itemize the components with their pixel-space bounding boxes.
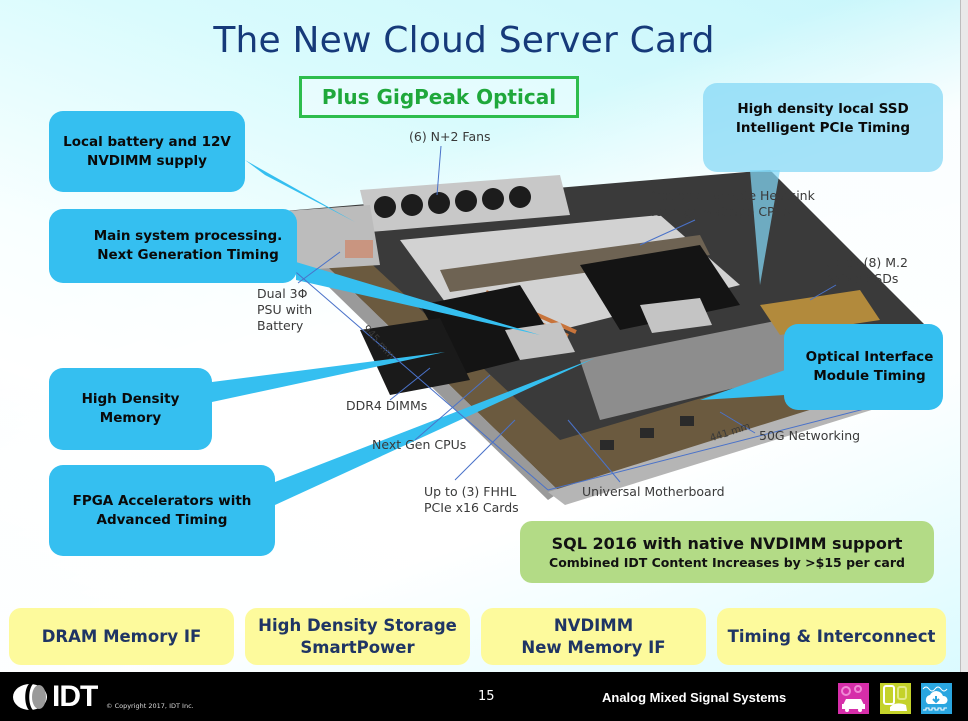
psu-label xyxy=(345,240,373,258)
callout-line: Memory xyxy=(99,410,162,426)
cpu-module xyxy=(580,245,740,330)
page-number: 15 xyxy=(478,689,495,704)
callout-ssd-pcie-timing: High density local SSD Intelligent PCIe T… xyxy=(703,83,943,172)
fans xyxy=(374,186,531,218)
cpu-lid xyxy=(640,298,712,333)
box-line: NVDIMM xyxy=(553,615,634,635)
box-line: High Density Storage xyxy=(258,615,457,635)
label-line: Battery xyxy=(257,318,304,333)
label-pcie-cards: Up to (3) FHHL PCIe x16 Cards xyxy=(424,484,519,516)
callout-tail-memory xyxy=(212,352,445,402)
chassis-side-rail xyxy=(268,212,560,500)
gigpeak-label: Plus GigPeak Optical xyxy=(321,85,557,109)
idt-logo: IDT xyxy=(12,680,98,713)
label-line: PSU with xyxy=(257,302,313,317)
box-line: SmartPower xyxy=(300,637,415,657)
fan xyxy=(455,190,477,212)
callout-line: Intelligent PCIe Timing xyxy=(735,119,911,136)
label-line: NVMe SSDs xyxy=(826,271,899,286)
network-port xyxy=(640,428,654,438)
callout-main-processing: Main system processing. Next Generation T… xyxy=(49,209,297,283)
automotive-icon xyxy=(838,683,869,714)
callout-battery-nvdimm: Local battery and 12V NVDIMM supply xyxy=(49,111,245,192)
callout-line: Module Timing xyxy=(813,368,926,384)
sql-subline: Combined IDT Content Increases by >$15 p… xyxy=(549,554,905,570)
right-gutter xyxy=(960,0,968,672)
label-nvme-ssds: Up to (8) M.2 NVMe SSDs xyxy=(826,255,908,287)
label-line: Up to (8) M.2 xyxy=(826,255,908,270)
footer-section-title: Analog Mixed Signal Systems xyxy=(602,690,787,705)
fan xyxy=(509,186,531,208)
heat-pipes xyxy=(469,269,689,342)
network-port xyxy=(680,416,694,426)
sql-headline: SQL 2016 with native NVDIMM support xyxy=(551,533,903,553)
fan xyxy=(428,192,450,214)
idt-logo-text: IDT xyxy=(52,680,98,713)
label-line: Up to (3) FHHL xyxy=(424,484,517,499)
box-line: Timing & Interconnect xyxy=(727,626,936,646)
callout-line: Advanced Timing xyxy=(96,511,228,528)
label-line: Optional Remote Heatsink xyxy=(651,188,815,203)
box-line: New Memory IF xyxy=(521,637,666,657)
idt-logo-mark-icon xyxy=(13,684,47,710)
label-universal-motherboard: Universal Motherboard xyxy=(582,484,725,499)
callout-line: Next Generation Timing xyxy=(97,247,279,263)
fan xyxy=(401,194,423,216)
footer-bar: IDT © Copyright 2017, IDT Inc. 15 Analog… xyxy=(0,672,968,721)
callout-tail-optical xyxy=(700,370,785,400)
network-port xyxy=(600,440,614,450)
callout-line: Local battery and 12V xyxy=(63,133,231,150)
cpu-module xyxy=(420,285,560,375)
cloud-icon xyxy=(921,683,952,714)
callout-line: Optical Interface xyxy=(805,349,934,365)
callout-line: High Density xyxy=(81,391,180,407)
copyright-notice: © Copyright 2017, IDT Inc. xyxy=(106,702,194,710)
sql-nvdimm-box: SQL 2016 with native NVDIMM support Comb… xyxy=(520,521,934,583)
gigpeak-banner: Plus GigPeak Optical xyxy=(299,76,579,118)
fan xyxy=(374,196,396,218)
fan xyxy=(482,188,504,210)
label-50g-networking: 50G Networking xyxy=(759,428,861,443)
label-remote-heatsink: Optional Remote Heatsink for high wattag… xyxy=(651,188,815,220)
callout-line: High density local SSD xyxy=(737,100,909,117)
fan-wall xyxy=(360,175,570,232)
callout-tail-processing xyxy=(296,262,540,335)
slide-title: The New Cloud Server Card xyxy=(213,20,715,61)
heatsink-bar xyxy=(440,235,710,292)
motherboard-plate xyxy=(400,215,740,350)
mobile-gaming-icon xyxy=(880,683,911,714)
box-timing-interconnect: Timing & Interconnect xyxy=(717,608,946,665)
box-dram-memory-if: DRAM Memory IF xyxy=(9,608,234,665)
slide: The New Cloud Server Card Plus GigPeak O… xyxy=(0,0,960,672)
callout-line: Main system processing. xyxy=(93,228,283,244)
box-line: DRAM Memory IF xyxy=(41,626,202,646)
cpu-lid xyxy=(505,322,575,360)
label-width-dimension: 441 mm xyxy=(708,421,752,445)
label-next-gen-cpus: Next Gen CPUs xyxy=(372,437,467,452)
label-psu: Dual 3Φ PSU with Battery xyxy=(257,286,312,334)
io-area xyxy=(580,320,810,420)
label-fans: (6) N+2 Fans xyxy=(409,129,491,144)
label-length-dimension: 945 mm xyxy=(360,323,397,362)
callout-line: FPGA Accelerators with xyxy=(72,492,252,509)
label-line: Dual 3Φ xyxy=(257,286,308,301)
callout-tail-fpga xyxy=(275,358,595,505)
label-ddr4-dimms: DDR4 DIMMs xyxy=(346,398,428,413)
label-line: PCIe x16 Cards xyxy=(424,500,519,515)
label-line: for high wattage CPUs xyxy=(651,204,791,219)
callout-line: NVDIMM supply xyxy=(87,152,207,169)
